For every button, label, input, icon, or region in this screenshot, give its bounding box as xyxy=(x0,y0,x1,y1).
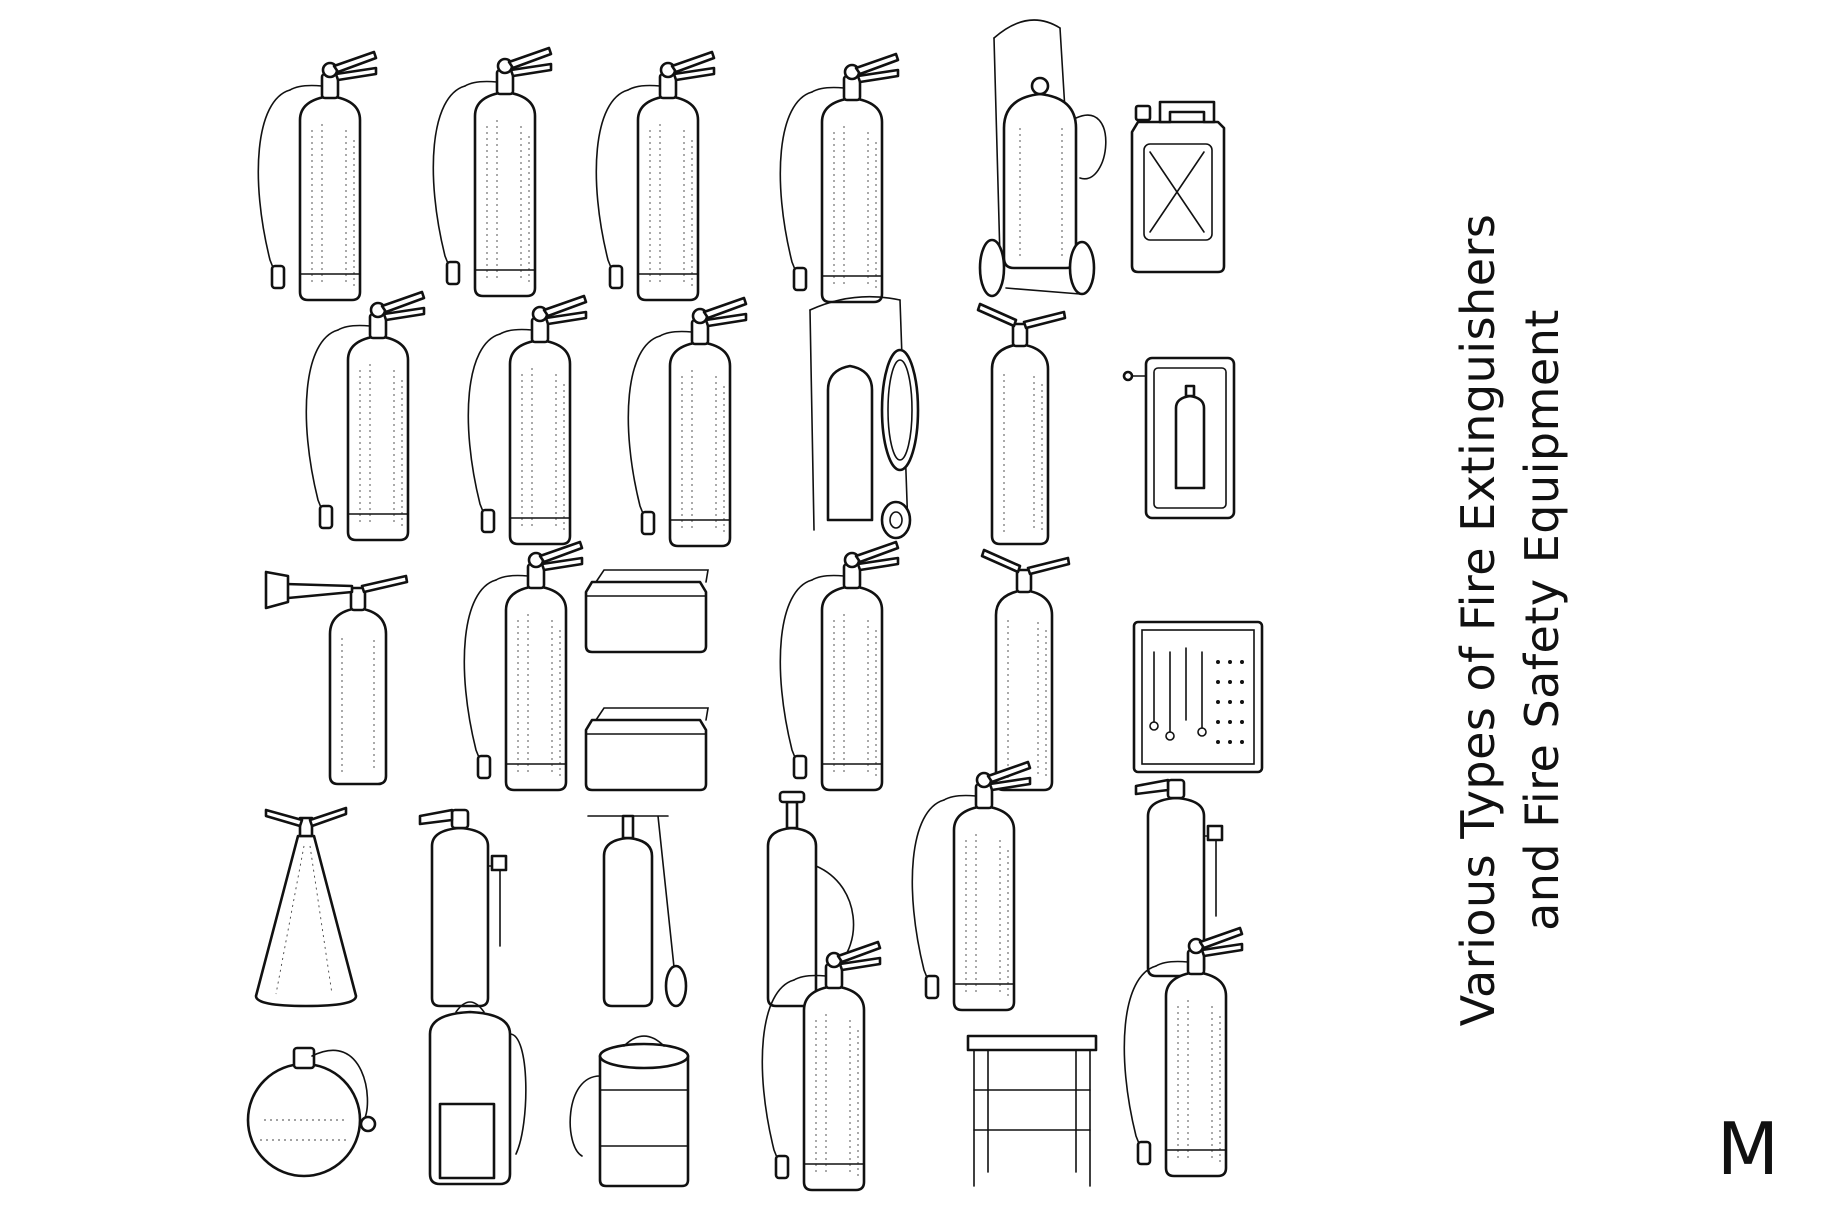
spherical-extinguisher-icon xyxy=(246,1046,377,1178)
wall-extinguisher-cabinet-icon xyxy=(1122,356,1236,520)
fire-extinguisher-with-hose-icon xyxy=(257,50,378,302)
title-area: Various Types of Fire Extinguishers and … xyxy=(1420,0,1600,1215)
conical-extinguisher-icon xyxy=(254,806,358,1008)
fire-extinguisher-with-hose-icon xyxy=(467,294,588,546)
fire-extinguisher-with-horn-icon xyxy=(305,290,426,542)
equipment-stand-icon xyxy=(966,1034,1098,1188)
fire-extinguisher-icon xyxy=(976,302,1067,546)
sand-box-icon xyxy=(584,706,710,792)
brand-logo-mark: M xyxy=(1716,1107,1779,1191)
fire-tool-board-icon xyxy=(1132,620,1264,774)
fire-extinguisher-with-hose-icon xyxy=(432,46,553,298)
hose-reel-trolley-icon xyxy=(808,295,920,540)
sand-box-icon xyxy=(584,568,710,654)
title-line-2: and Fire Safety Equipment xyxy=(1515,309,1569,931)
page-title: Various Types of Fire Extinguishers and … xyxy=(1446,214,1574,1027)
fire-extinguisher-with-hose-icon xyxy=(911,760,1032,1012)
fire-extinguisher-with-hose-icon xyxy=(779,540,900,792)
title-line-1: Various Types of Fire Extinguishers xyxy=(1451,213,1505,1027)
fire-extinguisher-icon xyxy=(980,548,1071,792)
fire-extinguisher-with-hose-icon xyxy=(627,296,748,548)
fire-extinguisher-with-hose-icon xyxy=(595,50,716,302)
fire-extinguisher-with-hose-icon xyxy=(463,540,584,792)
fire-extinguisher-with-bracket-icon xyxy=(418,808,508,1008)
backpack-extinguisher-icon xyxy=(428,1000,528,1186)
fire-extinguisher-with-hose-icon xyxy=(779,52,900,304)
wheeled-fire-extinguisher-cart-icon xyxy=(978,18,1108,298)
drum-extinguisher-icon xyxy=(568,1034,690,1188)
jerry-can-icon xyxy=(1130,100,1226,274)
co2-extinguisher-with-horn-icon xyxy=(264,570,409,786)
fire-extinguisher-trolley-icon xyxy=(586,814,688,1008)
